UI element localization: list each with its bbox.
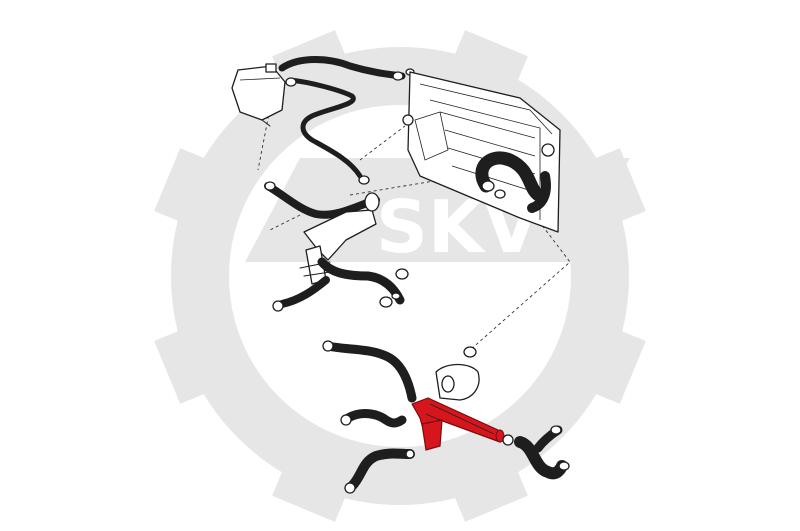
coolant-pipe-flange — [421, 419, 443, 451]
manifold-pipe-fill — [265, 183, 379, 218]
hose-clamp-12 — [322, 340, 334, 352]
tank-cap — [265, 63, 277, 73]
coolant-pipe-end — [495, 429, 505, 443]
hose-clamp-10 — [395, 268, 409, 280]
hose-clamp-7 — [264, 181, 276, 191]
manifold-port — [364, 192, 380, 212]
tank-outlet — [261, 119, 271, 127]
hose-clamp-6 — [494, 189, 506, 199]
lower-left-hose — [322, 340, 417, 403]
middle-manifold — [264, 181, 409, 312]
radiator-body — [407, 71, 561, 233]
upper-hose-fill — [279, 57, 405, 79]
thermostat-port — [441, 375, 455, 393]
bottom-left-hoses — [340, 409, 415, 494]
bl-hose-1-fill — [344, 410, 406, 427]
bl-hose-2-fill — [348, 449, 414, 490]
hose-clamp-19 — [405, 449, 415, 459]
radiator-lower-hose — [475, 151, 551, 213]
radiator-outlet — [541, 143, 555, 157]
hose-clamp-2 — [392, 71, 404, 81]
radiator-top-tank — [419, 83, 553, 135]
expansion-tank-body — [231, 65, 286, 121]
bleed-hose-fill — [288, 78, 362, 178]
hose-clamp-5 — [481, 180, 495, 192]
hose-clamp-17 — [340, 414, 352, 426]
radiator-bracket — [414, 111, 449, 161]
hose-clamp-14 — [502, 434, 514, 446]
hose-clamp-8 — [272, 300, 284, 312]
hose-clamp-3 — [358, 175, 370, 185]
hose-clamp-16 — [558, 461, 570, 471]
expansion-tank — [231, 63, 286, 127]
tank-seam — [239, 77, 281, 81]
highlighted-coolant-pipe[interactable] — [411, 397, 505, 451]
watermark-gear-logo: SKV — [154, 30, 646, 522]
radiator-hose-fill — [476, 152, 546, 202]
hose-clamp-15 — [550, 425, 562, 435]
radiator-fins — [439, 111, 536, 193]
bottom-right-hose — [502, 425, 570, 480]
hose-clamp-11 — [391, 292, 401, 300]
radiator-inlet — [402, 114, 414, 126]
dashed-line-radiator-top — [359, 125, 406, 161]
hose-clamp-18 — [344, 482, 356, 494]
left-stub-hose-fill — [279, 277, 329, 307]
thermostat-housing — [435, 346, 480, 401]
br-hose-fill — [515, 437, 567, 478]
radiator-elbow-fill — [528, 172, 550, 212]
lower-manifold-hose-fill — [318, 258, 404, 304]
coolant-pipe-contour — [425, 403, 495, 435]
hose-clamp-13 — [463, 346, 477, 358]
upper-hose-group — [278, 56, 415, 185]
hose-clamp-9 — [379, 296, 393, 308]
lower-left-hose-fill — [324, 342, 416, 402]
hose-clamp-1 — [285, 77, 297, 87]
